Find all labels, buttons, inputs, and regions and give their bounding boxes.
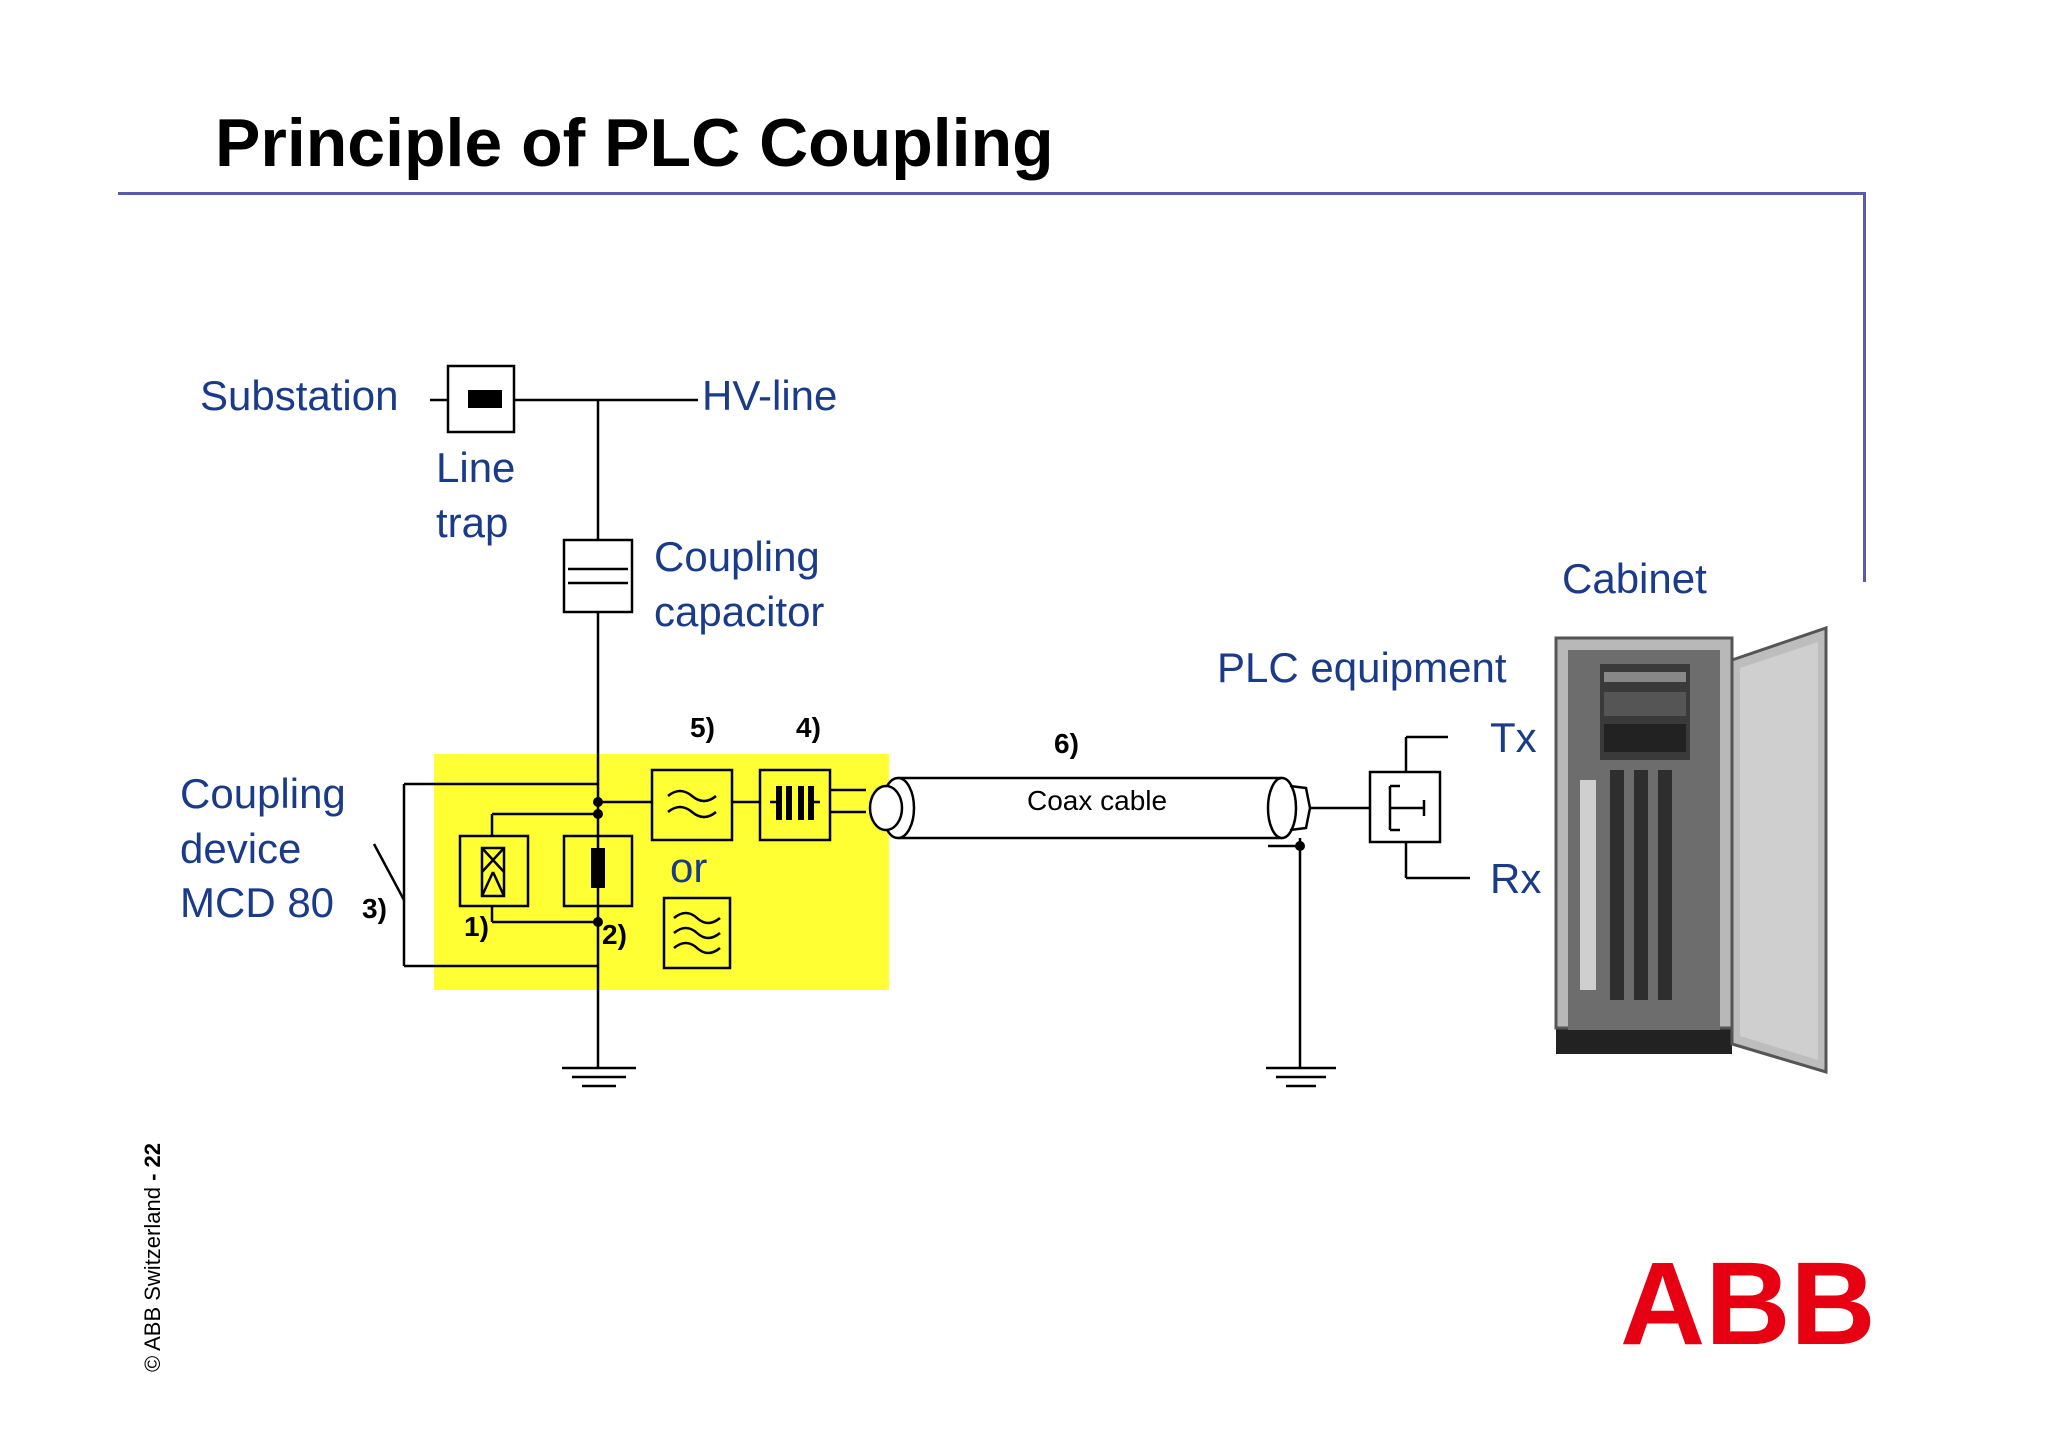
transformer-4-symbol [758, 768, 832, 842]
abb-logo: ABB [1620, 1238, 1876, 1370]
label-plc-equipment: PLC equipment [1217, 644, 1507, 691]
line-trap-symbol [446, 364, 516, 434]
label-coupling-device-1: Coupling [180, 770, 346, 817]
page-number: 22 [140, 1142, 165, 1168]
corner-rule [1863, 192, 1866, 582]
label-coupling-capacitor-2: capacitor [654, 588, 825, 635]
label-line-trap-2: trap [436, 499, 509, 546]
label-coupling-capacitor-1: Coupling [654, 533, 820, 580]
label-substation: Substation [200, 372, 399, 419]
footnote-mark-4: 4) [796, 712, 821, 743]
copyright-text: © ABB Switzerland - 22 [140, 1143, 166, 1372]
label-or: or [670, 844, 708, 891]
element-2-symbol [562, 834, 634, 908]
label-tx: Tx [1490, 714, 1537, 761]
label-rx: Rx [1490, 855, 1542, 902]
cabinet-image [1554, 625, 1828, 1075]
filter-alternative-symbol [662, 896, 732, 970]
footnote-mark-1: 1) [464, 911, 489, 942]
footnote-mark-6: 6) [1054, 728, 1079, 759]
footnote-mark-3: 3) [362, 893, 387, 924]
label-cabinet: Cabinet [1562, 555, 1707, 602]
label-coupling-device-2: device [180, 825, 302, 872]
title-rule [118, 192, 1866, 195]
page-separator: - [140, 1167, 165, 1188]
copyright-label: © ABB Switzerland [140, 1187, 165, 1372]
footnote-mark-2: 2) [602, 919, 627, 950]
coupling-capacitor-symbol [562, 538, 634, 614]
label-coax-cable: Coax cable [1027, 785, 1168, 816]
footnote-mark-5: 5) [690, 712, 715, 743]
label-coupling-device-3: MCD 80 [180, 879, 335, 926]
ground-symbol-right [1266, 1066, 1336, 1088]
coupling-device-highlight [434, 754, 889, 990]
filter-5-symbol [650, 768, 734, 842]
ground-symbol-left [562, 1066, 636, 1088]
page-title: Principle of PLC Coupling [215, 105, 1054, 181]
label-hv-line: HV-line [702, 372, 838, 419]
label-line-trap-1: Line [436, 444, 516, 491]
element-1-symbol [458, 834, 530, 908]
switch-symbol [372, 843, 406, 901]
